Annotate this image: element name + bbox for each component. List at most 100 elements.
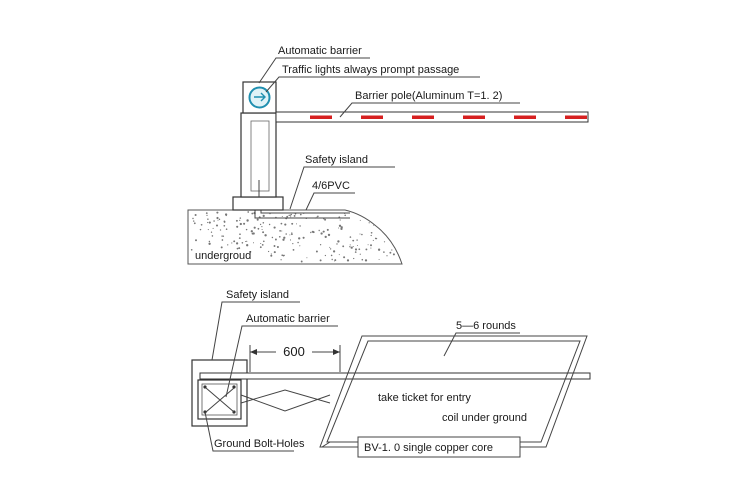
ground-dot xyxy=(289,234,291,236)
ground-dot xyxy=(344,214,346,217)
label-traffic-lights: Traffic lights always prompt passage xyxy=(282,64,459,76)
ground-dot xyxy=(364,259,368,262)
ground-dot xyxy=(260,242,262,245)
ground-dot xyxy=(361,258,364,261)
ground-dot xyxy=(271,236,274,239)
ground-dot xyxy=(194,213,197,217)
ground-dot xyxy=(283,236,286,239)
ground-dot xyxy=(239,219,241,221)
ground-dot xyxy=(256,218,259,221)
ground-dot xyxy=(280,222,283,225)
ground-dot xyxy=(370,247,372,249)
ground-dot xyxy=(261,226,263,228)
ground-dot xyxy=(349,244,351,246)
ground-dot xyxy=(251,212,254,215)
ground-dot xyxy=(358,248,361,251)
ground-dot xyxy=(290,213,292,216)
ground-dot xyxy=(257,227,260,230)
ground-dot xyxy=(227,244,229,246)
ground-dot xyxy=(306,257,308,259)
ground-dot xyxy=(289,214,291,216)
ground-dot xyxy=(326,228,329,231)
bolt-hole-icon xyxy=(232,385,236,389)
barrier-base xyxy=(232,196,284,211)
ground-dot xyxy=(262,231,265,234)
leader-rounds xyxy=(443,332,520,357)
ground-dot xyxy=(264,234,267,237)
ground-dot xyxy=(270,254,273,257)
ground-dot xyxy=(223,224,226,227)
ground-dot xyxy=(334,260,336,262)
bolt-hole-icon xyxy=(203,385,207,389)
ground-dot xyxy=(386,255,388,257)
ground-dot xyxy=(373,224,375,226)
ground-dot xyxy=(292,248,295,251)
ground-dot xyxy=(299,213,302,216)
ground-dot xyxy=(207,218,209,220)
coil-loop-inner xyxy=(326,340,581,443)
ground-dot xyxy=(383,241,386,243)
ground-dot xyxy=(343,256,346,259)
ground-dot xyxy=(315,250,318,253)
ground-dot xyxy=(273,251,276,254)
ground-dot xyxy=(221,235,223,237)
ground-dot xyxy=(239,222,242,226)
ground-dot xyxy=(262,214,265,218)
ground-dot xyxy=(270,253,272,255)
ground-dot xyxy=(238,237,241,240)
ground-dot xyxy=(239,217,242,219)
ground-dot xyxy=(368,222,370,224)
ground-dot xyxy=(205,212,208,214)
ground-dot xyxy=(241,242,244,244)
ground-dot xyxy=(261,228,263,231)
ground-dot xyxy=(220,246,223,249)
ground-dot xyxy=(383,251,385,253)
ground-dot xyxy=(291,222,294,225)
ground-dot xyxy=(339,219,341,221)
ground-dot xyxy=(297,241,299,244)
ground-dot xyxy=(246,240,248,242)
pole-stripe xyxy=(514,115,536,119)
ground-dot xyxy=(377,248,381,251)
ground-dot xyxy=(261,244,264,246)
ground-dot xyxy=(217,219,219,221)
label-automatic-barrier: Automatic barrier xyxy=(278,45,362,57)
ground-dot xyxy=(236,247,239,250)
ground-dot xyxy=(207,229,209,231)
ground-dot xyxy=(286,215,289,218)
ground-dot xyxy=(243,222,246,225)
ground-dot xyxy=(291,232,293,234)
label-coil: coil under ground xyxy=(442,412,527,424)
ground-dot xyxy=(285,233,287,235)
ground-dot xyxy=(233,240,236,243)
leader-bolt-holes xyxy=(204,411,294,452)
ground-dot xyxy=(289,239,292,241)
label-barrier-pole: Barrier pole(Aluminum T=1. 2) xyxy=(355,90,502,102)
ground-dot xyxy=(292,243,294,245)
ground-dot xyxy=(356,239,358,241)
ground-dot xyxy=(370,244,372,247)
ground-dot xyxy=(280,259,282,261)
ground-dot xyxy=(200,223,203,226)
ground-dot xyxy=(238,247,241,250)
ground-dot xyxy=(319,259,322,262)
ground-dot xyxy=(370,231,373,234)
ground-dot xyxy=(210,231,213,233)
ground-dot xyxy=(361,233,363,236)
ground-dot xyxy=(276,245,279,249)
ground-dot xyxy=(208,221,211,224)
ground-dot xyxy=(288,214,290,216)
ground-dot xyxy=(329,246,331,248)
ground-dot xyxy=(338,254,340,256)
ground-dot xyxy=(281,215,283,218)
ground-dot xyxy=(245,228,248,231)
ground-dot xyxy=(225,214,227,217)
ground-dot xyxy=(354,248,358,251)
ground-dot xyxy=(320,232,323,235)
ground-dot xyxy=(199,228,202,231)
barrier-pole-plan xyxy=(199,372,591,380)
ground-dot xyxy=(206,214,208,217)
ground-dot xyxy=(273,226,276,229)
ground-dot xyxy=(192,220,195,222)
ground-dot xyxy=(284,223,287,226)
